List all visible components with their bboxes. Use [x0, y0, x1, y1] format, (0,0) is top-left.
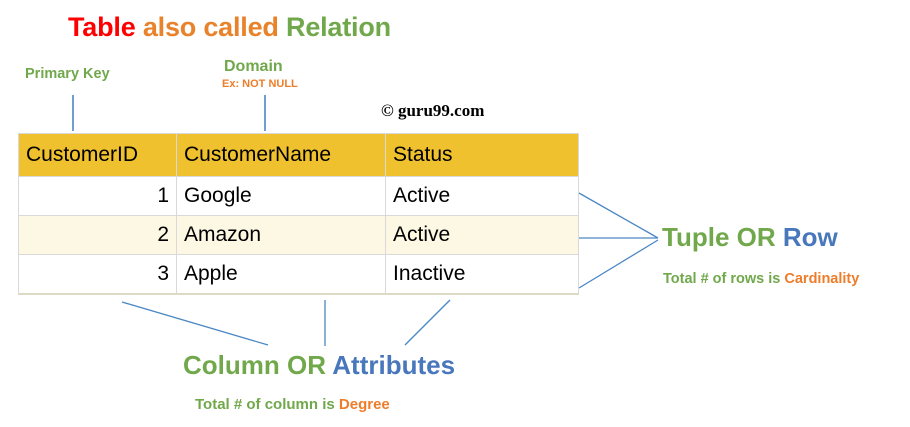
- label-cardinality-caption: Total # of rows is Cardinality: [663, 271, 859, 287]
- connector-column-1: [121, 301, 269, 346]
- column-header-customerid: CustomerID: [18, 133, 177, 177]
- title-part-alsocalled: also called: [142, 12, 279, 42]
- connector-row-3: [578, 239, 659, 289]
- cell-customername: Amazon: [176, 215, 386, 255]
- label-column-or-attributes: Column OR Attributes: [183, 350, 455, 381]
- cardinality-term: Cardinality: [784, 271, 860, 287]
- connector-column-3: [404, 299, 451, 346]
- page-title: Table also called Relation: [68, 12, 391, 43]
- cell-status: Inactive: [385, 254, 579, 295]
- connector-row-1: [578, 192, 659, 239]
- label-degree-caption: Total # of column is Degree: [195, 396, 390, 413]
- column-header-status: Status: [385, 133, 579, 177]
- label-primary-key: Primary Key: [25, 66, 110, 82]
- label-tuple-or: Tuple OR: [662, 222, 776, 252]
- cell-customerid: 2: [18, 215, 177, 255]
- cell-customername: Apple: [176, 254, 386, 295]
- label-row: Row: [782, 222, 838, 252]
- cell-customername: Google: [176, 176, 386, 216]
- title-part-table: Table: [68, 12, 136, 42]
- cell-status: Active: [385, 176, 579, 216]
- watermark-guru99: © guru99.com: [381, 101, 485, 120]
- degree-prefix: Total # of column is: [195, 396, 335, 413]
- cardinality-prefix: Total # of rows is: [663, 271, 781, 287]
- cell-customerid: 3: [18, 254, 177, 295]
- cell-customerid: 1: [18, 176, 177, 216]
- table-header-row: CustomerID CustomerName Status: [18, 133, 579, 177]
- label-tuple-or-row: Tuple OR Row: [662, 222, 838, 253]
- label-attributes: Attributes: [332, 350, 456, 380]
- relation-table: CustomerID CustomerName Status 1 Google …: [18, 133, 579, 295]
- column-header-customername: CustomerName: [176, 133, 386, 177]
- title-part-relation: Relation: [286, 12, 391, 42]
- table-row: 3 Apple Inactive: [18, 254, 579, 295]
- relation-table-wrapper: CustomerID CustomerName Status 1 Google …: [18, 133, 579, 295]
- label-domain-example: Ex: NOT NULL: [222, 78, 298, 90]
- table-row: 2 Amazon Active: [18, 215, 579, 255]
- table-row: 1 Google Active: [18, 176, 579, 216]
- label-domain: Domain: [224, 58, 283, 75]
- label-column-or: Column OR: [183, 350, 326, 380]
- degree-term: Degree: [338, 396, 390, 413]
- cell-status: Active: [385, 215, 579, 255]
